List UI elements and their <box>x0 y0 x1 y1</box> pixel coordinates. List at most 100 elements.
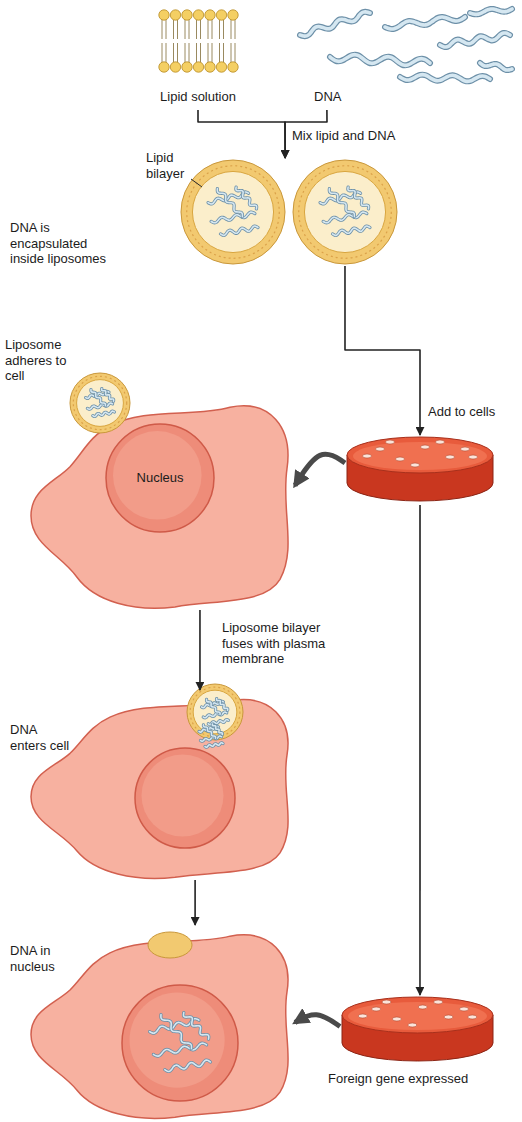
dna-strands: DNA <box>290 5 515 110</box>
dna-strand <box>221 226 258 235</box>
dna-strand <box>184 1013 209 1040</box>
liposome-remnant <box>148 932 192 958</box>
cell: DNA enters cell <box>25 690 295 880</box>
cell: DNA in nucleus <box>25 925 295 1120</box>
dna-strand <box>87 403 112 409</box>
node-label: Foreign gene expressed <box>328 1071 468 1087</box>
cell-membrane <box>31 406 288 608</box>
lipid-solution-icon-drawing <box>159 10 238 72</box>
dna-strand <box>165 1060 211 1071</box>
dish-rim <box>342 997 493 1033</box>
cell-membrane <box>31 935 288 1119</box>
dna-strand <box>300 12 370 36</box>
dna-strand <box>212 724 222 735</box>
dna-strand <box>217 699 228 711</box>
dna-strand <box>211 212 255 223</box>
node-label: Liposome adheres to cell <box>5 337 87 384</box>
cell-drawing <box>31 684 288 878</box>
lipid-tail <box>189 43 190 63</box>
nucleus: Nucleus <box>105 423 215 533</box>
lipid-head <box>170 10 180 20</box>
cultured-cell <box>372 1007 381 1011</box>
cultured-cell <box>376 447 385 451</box>
liposome-pair: DNA is encapsulated inside liposomes <box>178 158 398 266</box>
lipid-head <box>159 62 169 72</box>
dna-strand <box>203 712 227 718</box>
nucleus-shading <box>142 755 224 837</box>
liposome-bilayer <box>181 160 285 264</box>
dna-strand <box>480 63 512 70</box>
lipid-tail <box>200 19 201 39</box>
liposome-lumen <box>192 171 273 252</box>
dna-strand <box>217 699 228 711</box>
node-label: DNA enters cell <box>10 722 72 753</box>
dna-strand <box>385 17 465 29</box>
step-label: Mix lipid and DNA <box>292 128 395 144</box>
nucleus-envelope <box>135 748 235 848</box>
lipid-tail <box>162 19 163 39</box>
cultured-cell <box>421 445 430 449</box>
lipid-tail <box>231 19 232 39</box>
lipid-tail <box>185 43 186 63</box>
cultured-cell <box>444 1015 453 1019</box>
cultured-cell <box>363 454 372 458</box>
nucleus-envelope <box>122 985 238 1101</box>
process-arrow <box>199 610 201 690</box>
lipid-tail <box>196 43 197 63</box>
dna-strand <box>153 1043 206 1056</box>
lipid-head <box>216 10 226 20</box>
dna-strand <box>236 187 257 209</box>
lipid-solution-icon: Lipid solution <box>150 5 246 110</box>
lipid-tail <box>219 43 220 63</box>
lipid-tail <box>166 19 167 39</box>
cultured-cell <box>411 463 420 467</box>
dna-strand <box>329 189 354 217</box>
dna-strands-drawing <box>300 9 512 81</box>
dna-strand <box>348 187 369 209</box>
cultured-cell <box>460 1007 469 1011</box>
lipid-tail <box>166 43 167 63</box>
lipid-head <box>193 62 203 72</box>
dna-strand <box>333 226 370 235</box>
nucleus-envelope <box>106 424 214 532</box>
lipid-head <box>216 62 226 72</box>
culture-medium <box>353 442 487 470</box>
liposome-lumen <box>77 380 124 427</box>
cultured-cell <box>396 457 405 461</box>
dna-strand <box>221 226 258 235</box>
lipid-tail <box>231 43 232 63</box>
dna-strand <box>440 33 510 47</box>
lipid-tail <box>185 19 186 39</box>
dna-strand <box>211 212 255 223</box>
node-label: Nucleus <box>105 470 215 486</box>
lipid-tail <box>173 43 174 63</box>
dna-strand <box>161 1015 192 1049</box>
petri-dish-drawing <box>347 437 493 501</box>
cultured-cell <box>469 455 478 459</box>
lipid-tail <box>212 19 213 39</box>
liposome-bilayer <box>70 373 130 433</box>
lipid-tail <box>235 19 236 39</box>
dish-rim <box>347 437 493 473</box>
lipid-tail <box>162 43 163 63</box>
cell-shape <box>25 690 295 880</box>
part-label: Lipid bilayer <box>146 150 196 181</box>
petri-dish-drawing <box>342 997 493 1061</box>
petri-dish: Foreign gene expressed <box>340 995 495 1065</box>
dna-strand <box>323 212 367 223</box>
dna-strand <box>184 1013 209 1040</box>
lipid-tail <box>173 19 174 39</box>
liposome-lumen <box>193 690 237 734</box>
dna-strand <box>236 187 257 209</box>
cultured-cell <box>434 1000 443 1004</box>
dna-strand <box>203 712 227 718</box>
lipid-tail <box>177 19 178 39</box>
lipid-head <box>205 10 215 20</box>
dna-strand <box>217 189 242 217</box>
lipid-head <box>228 10 238 20</box>
dna-strand <box>153 1043 206 1056</box>
process-arrow <box>198 110 285 158</box>
cultured-cell <box>436 440 445 444</box>
cell-membrane <box>31 700 288 879</box>
